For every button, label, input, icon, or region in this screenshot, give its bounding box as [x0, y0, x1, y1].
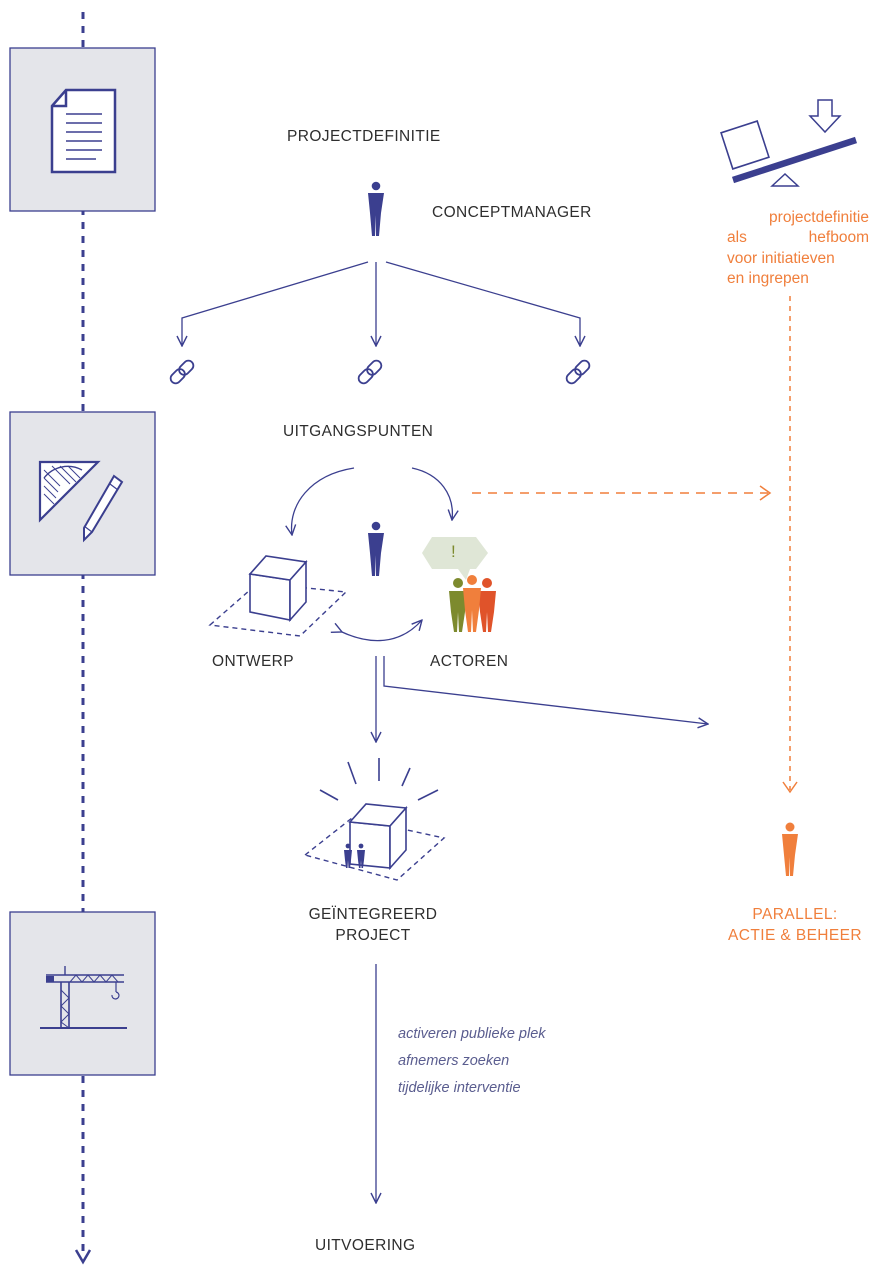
label-uitvoering: UITVOERING	[315, 1237, 416, 1254]
label-projectdefinitie: PROJECTDEFINITIE	[287, 128, 441, 145]
phase-panel-design	[9, 411, 156, 576]
label-actoren: ACTOREN	[430, 653, 509, 670]
parallel-person-figure	[782, 822, 798, 876]
design-cube-icon	[208, 555, 348, 637]
person-figure	[368, 521, 384, 576]
document-icon	[50, 88, 117, 174]
flow-to-project	[376, 656, 708, 742]
lever-note-line2: als hefboom	[727, 228, 869, 248]
speech-bubble-icon	[422, 537, 488, 580]
branch-arrows	[182, 261, 580, 346]
lever-note-line4: en ingrepen	[727, 270, 809, 288]
label-uitgangspunten: UITGANGSPUNTEN	[283, 423, 434, 440]
lever-note-line2a: als	[727, 229, 747, 247]
lever-note-line2b: hefboom	[808, 229, 869, 247]
concept-manager-figure	[368, 181, 384, 236]
lever-note-line3: voor initiatieven	[727, 249, 835, 267]
crane-icon	[40, 966, 127, 1029]
actors-group	[422, 537, 496, 632]
lever-note: projectdefinitie als hefboom voor initia…	[727, 208, 869, 290]
integrated-project-icon	[303, 758, 446, 881]
label-parallel-line2: ACTIE & BEHEER	[728, 926, 862, 944]
drafting-tools-icon	[38, 460, 124, 543]
label-parallel-line1: PARALLEL:	[752, 906, 838, 923]
link-icon	[357, 359, 383, 385]
label-geintegreerd-project: GEÏNTEGREERD PROJECT	[309, 905, 438, 947]
label-geintegreerd-line2: PROJECT	[335, 926, 411, 944]
link-icon	[565, 359, 591, 385]
action-list: activeren publieke plek afnemers zoeken …	[398, 1021, 546, 1102]
label-ontwerp: ONTWERP	[212, 653, 295, 670]
action-item: afnemers zoeken	[398, 1053, 510, 1069]
exclamation-mark: !	[451, 542, 457, 561]
label-parallel: PARALLEL: ACTIE & BEHEER	[728, 905, 862, 947]
phase-panel-document	[9, 47, 156, 212]
orange-flow	[472, 296, 798, 794]
cycle-arrows	[292, 467, 453, 642]
action-item: activeren publieke plek	[398, 1026, 546, 1042]
lever-note-line1: projectdefinitie	[769, 209, 869, 226]
link-icon	[169, 359, 195, 385]
action-item: tijdelijke interventie	[398, 1080, 521, 1096]
label-geintegreerd-line1: GEÏNTEGREERD	[308, 906, 438, 923]
phase-panel-construction	[9, 911, 156, 1076]
label-conceptmanager: CONCEPTMANAGER	[432, 204, 592, 221]
timeline-arrow-icon	[74, 1249, 92, 1265]
lever-icon	[720, 99, 858, 187]
